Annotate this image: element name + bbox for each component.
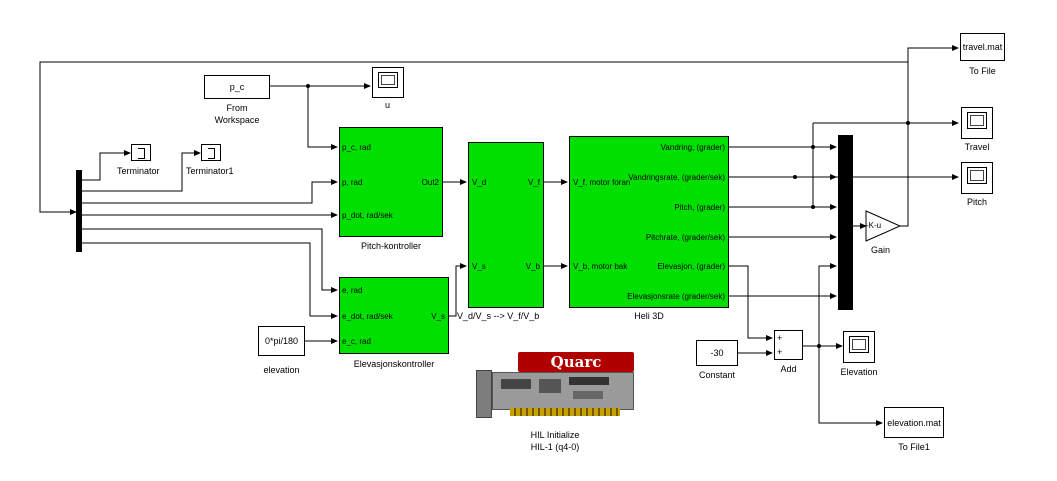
gain-label: Gain (871, 245, 891, 255)
demux-bar[interactable] (76, 170, 82, 252)
to-file-elevation-value: elevation.mat (887, 418, 941, 428)
hil-initialize-block[interactable]: Quarc (476, 352, 634, 420)
vd-vs-converter-block[interactable]: V_d V_s V_f V_b (468, 142, 544, 308)
terminator-label: Terminator (117, 166, 160, 176)
scope-travel-block[interactable] (961, 107, 993, 139)
gain-triangle[interactable] (865, 210, 902, 242)
vd-vs-converter-label: V_d/V_s --> V_f/V_b (457, 311, 540, 321)
scope-u-block[interactable] (372, 67, 404, 98)
from-workspace-label-2: Workspace (214, 115, 260, 125)
add-sign-1: + (777, 333, 783, 343)
from-workspace-block[interactable]: p_c (204, 75, 270, 99)
to-file-elevation-block[interactable]: elevation.mat (884, 407, 944, 438)
constant-block[interactable]: -30 (696, 340, 738, 366)
pitch-kontroller-label: Pitch-kontroller (360, 241, 422, 251)
scope-pitch-label: Pitch (966, 197, 987, 207)
pitch-input-2: p, rad (342, 178, 363, 187)
add-block[interactable]: + + (774, 330, 803, 360)
to-file-travel-label: To File (969, 66, 996, 76)
heli-input-vf: V_f, motor foran (573, 178, 631, 187)
elev-input-1: e, rad (342, 286, 363, 295)
scope-travel-label: Travel (964, 142, 990, 152)
scope-u-label: u (385, 100, 391, 110)
heli-output-elevasjon: Elevasjon, (grader) (657, 262, 725, 271)
heli-output-pitch: Pitch, (grader) (674, 203, 725, 212)
pitch-input-1: p_c, rad (342, 143, 371, 152)
heli3d-block[interactable]: V_f, motor foran V_b, motor bak Vandring… (569, 136, 729, 308)
vf-output: V_f (527, 178, 540, 187)
from-workspace-label-1: From (226, 103, 248, 113)
pci-card-icon (492, 372, 634, 410)
vb-output: V_b (525, 262, 540, 271)
scope-elevation-label: Elevation (840, 367, 878, 377)
to-file-elevation-label: To File1 (898, 442, 930, 452)
gain-value: -K-u (866, 221, 882, 230)
heli-output-vandring: Vandring, (grader) (660, 143, 725, 152)
elevation-constant-label: elevation (263, 365, 300, 375)
constant-label: Constant (698, 370, 736, 380)
terminator1-block[interactable] (201, 144, 221, 161)
mux-bar[interactable] (838, 135, 853, 310)
heli-output-pitchrate: Pitchrate, (grader/sek) (645, 233, 725, 242)
quarc-logo: Quarc (518, 352, 634, 372)
quarc-logo-text: Quarc (550, 353, 602, 371)
hil-initialize-label-1: HIL Initialize (530, 430, 580, 440)
elevasjonskontroller-label: Elevasjonskontroller (353, 359, 435, 369)
heli-output-elevasjonsrate: Elevasjonsrate (grader/sek) (627, 292, 725, 301)
hil-initialize-label-2: HIL-1 (q4-0) (530, 442, 580, 452)
terminator1-label: Terminator1 (186, 166, 234, 176)
terminator-block[interactable] (131, 144, 151, 161)
vd-input: V_d (472, 178, 487, 187)
pci-connector-icon (510, 408, 620, 416)
pci-bracket-icon (476, 370, 492, 418)
scope-elevation-block[interactable] (843, 331, 875, 363)
heli-input-vb: V_b, motor bak (573, 262, 628, 271)
heli3d-label: Heli 3D (634, 311, 664, 321)
add-sign-2: + (777, 347, 783, 357)
pitch-output: Out2 (421, 178, 439, 187)
to-file-travel-block[interactable]: travel.mat (960, 33, 1005, 61)
elev-input-3: e_c, rad (342, 337, 371, 346)
vs-input: V_s (472, 262, 486, 271)
pitch-kontroller-block[interactable]: p_c, rad p, rad p_dot, rad/sek Out2 (339, 127, 443, 237)
to-file-travel-value: travel.mat (962, 42, 1003, 52)
heli-output-vandringsrate: Vandringsrate, (grader/sek) (628, 173, 725, 182)
elev-input-2: e_dot, rad/sek (342, 312, 393, 321)
elevasjonskontroller-block[interactable]: e, rad e_dot, rad/sek e_c, rad V_s (339, 277, 449, 354)
add-label: Add (780, 364, 797, 374)
elev-output: V_s (431, 312, 445, 321)
scope-pitch-block[interactable] (961, 162, 993, 194)
pitch-input-3: p_dot, rad/sek (342, 211, 393, 220)
from-workspace-value: p_c (229, 82, 245, 92)
elevation-constant-value: 0*pi/180 (264, 336, 299, 346)
constant-value: -30 (710, 348, 724, 358)
elevation-constant-block[interactable]: 0*pi/180 (258, 326, 305, 356)
